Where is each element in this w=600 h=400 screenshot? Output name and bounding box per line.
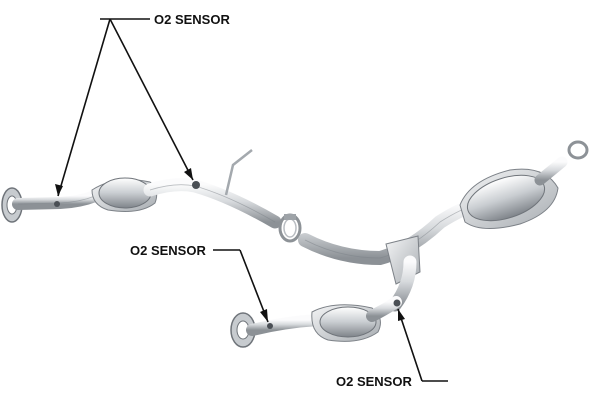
callout-bottom-right: O2 SENSOR <box>336 308 448 389</box>
catalytic-converter-icon <box>459 168 559 229</box>
gasket-ring-icon <box>567 140 589 160</box>
y-pipe-assembly <box>298 140 589 312</box>
lower-left-pipe-assembly <box>230 296 402 348</box>
catalytic-converter-icon <box>91 177 158 212</box>
o2-sensor-bung-icon <box>192 181 200 189</box>
catalytic-converter-icon <box>311 304 381 342</box>
pipe-clamp-icon <box>278 213 302 243</box>
flange-icon <box>230 312 256 348</box>
callout-middle-left: O2 SENSOR <box>130 243 269 323</box>
o2-sensor-label: O2 SENSOR <box>154 12 230 27</box>
o2-sensor-label: O2 SENSOR <box>130 243 206 258</box>
o2-sensor-label: O2 SENSOR <box>336 374 412 389</box>
callout-top-left: O2 SENSOR <box>55 12 230 197</box>
upper-left-pipe-assembly <box>1 149 282 229</box>
